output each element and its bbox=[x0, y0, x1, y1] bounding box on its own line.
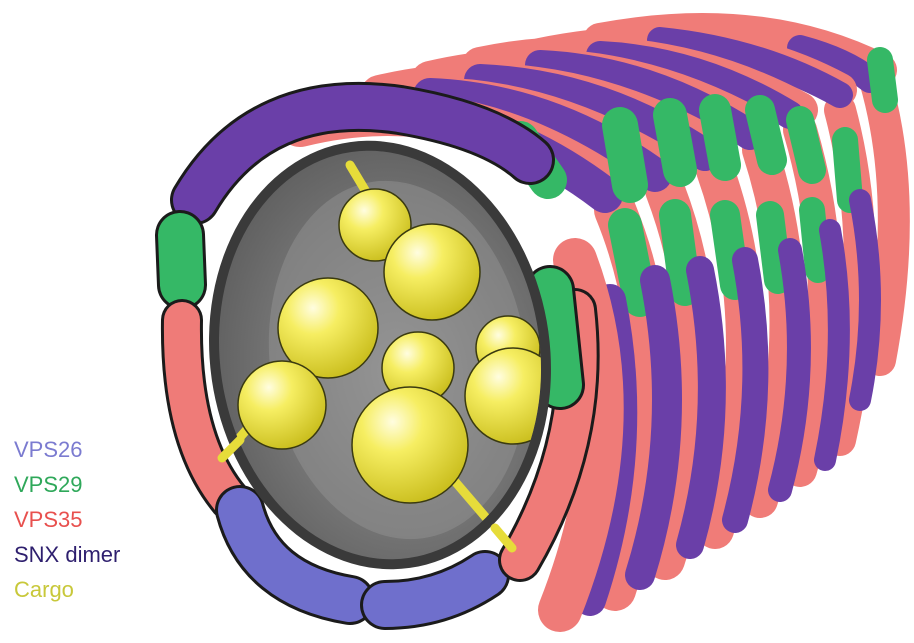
legend-item-snx-dimer: SNX dimer bbox=[14, 537, 120, 572]
legend-item-vps35: VPS35 bbox=[14, 502, 120, 537]
cargo-sphere bbox=[352, 387, 468, 503]
legend-item-vps26: VPS26 bbox=[14, 432, 120, 467]
legend: VPS26 VPS29 VPS35 SNX dimer Cargo bbox=[14, 432, 120, 607]
legend-item-cargo: Cargo bbox=[14, 572, 120, 607]
legend-item-vps29: VPS29 bbox=[14, 467, 120, 502]
cargo-sphere bbox=[238, 361, 326, 449]
vps29-left bbox=[180, 235, 182, 285]
cargo-sphere bbox=[384, 224, 480, 320]
vps29-right bbox=[550, 290, 560, 385]
